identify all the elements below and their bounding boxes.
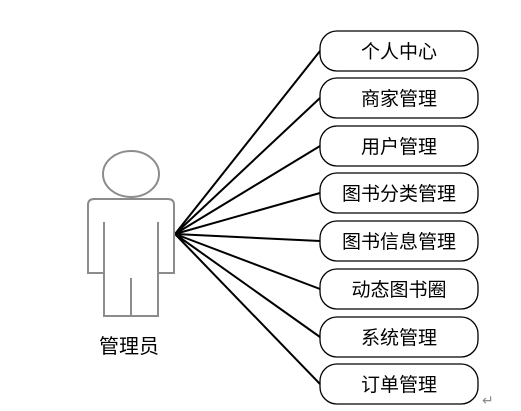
use-case-book-info-management: 图书信息管理 [319, 220, 479, 262]
association-line [174, 97, 321, 235]
actor-body [87, 198, 175, 317]
actor-head [102, 150, 160, 198]
association-line [174, 50, 321, 235]
person-icon [87, 150, 175, 317]
use-case-label: 用户管理 [361, 136, 437, 158]
association-line [174, 233, 321, 385]
paragraph-mark-icon: ↵ [482, 393, 494, 409]
association-line [174, 233, 321, 242]
use-case-book-category-management: 图书分类管理 [319, 172, 479, 214]
association-line [174, 192, 321, 235]
use-case-label: 系统管理 [361, 327, 437, 349]
association-line [174, 233, 321, 290]
actor-label: 管理员 [99, 334, 159, 358]
use-case-user-management: 用户管理 [319, 125, 479, 167]
association-line [174, 145, 321, 235]
association-line [174, 233, 321, 338]
use-case-merchant-management: 商家管理 [319, 77, 479, 119]
use-case-system-management: 系统管理 [319, 316, 479, 358]
association-lines [174, 50, 321, 385]
use-case-personal-center: 个人中心 [319, 30, 479, 72]
use-case-label: 个人中心 [361, 41, 437, 63]
use-case-dynamic-book-circle: 动态图书圈 [319, 268, 479, 310]
use-case-order-management: 订单管理 [319, 363, 479, 405]
use-case-label: 商家管理 [361, 88, 437, 110]
use-case-label: 动态图书圈 [351, 279, 446, 301]
use-case-label: 图书信息管理 [342, 231, 456, 253]
use-case-label: 订单管理 [361, 374, 437, 396]
use-case-label: 图书分类管理 [342, 183, 456, 205]
use-case-list: 个人中心 商家管理 用户管理 图书分类管理 图书信息管理 动态图书圈 系统管理 [319, 30, 479, 405]
